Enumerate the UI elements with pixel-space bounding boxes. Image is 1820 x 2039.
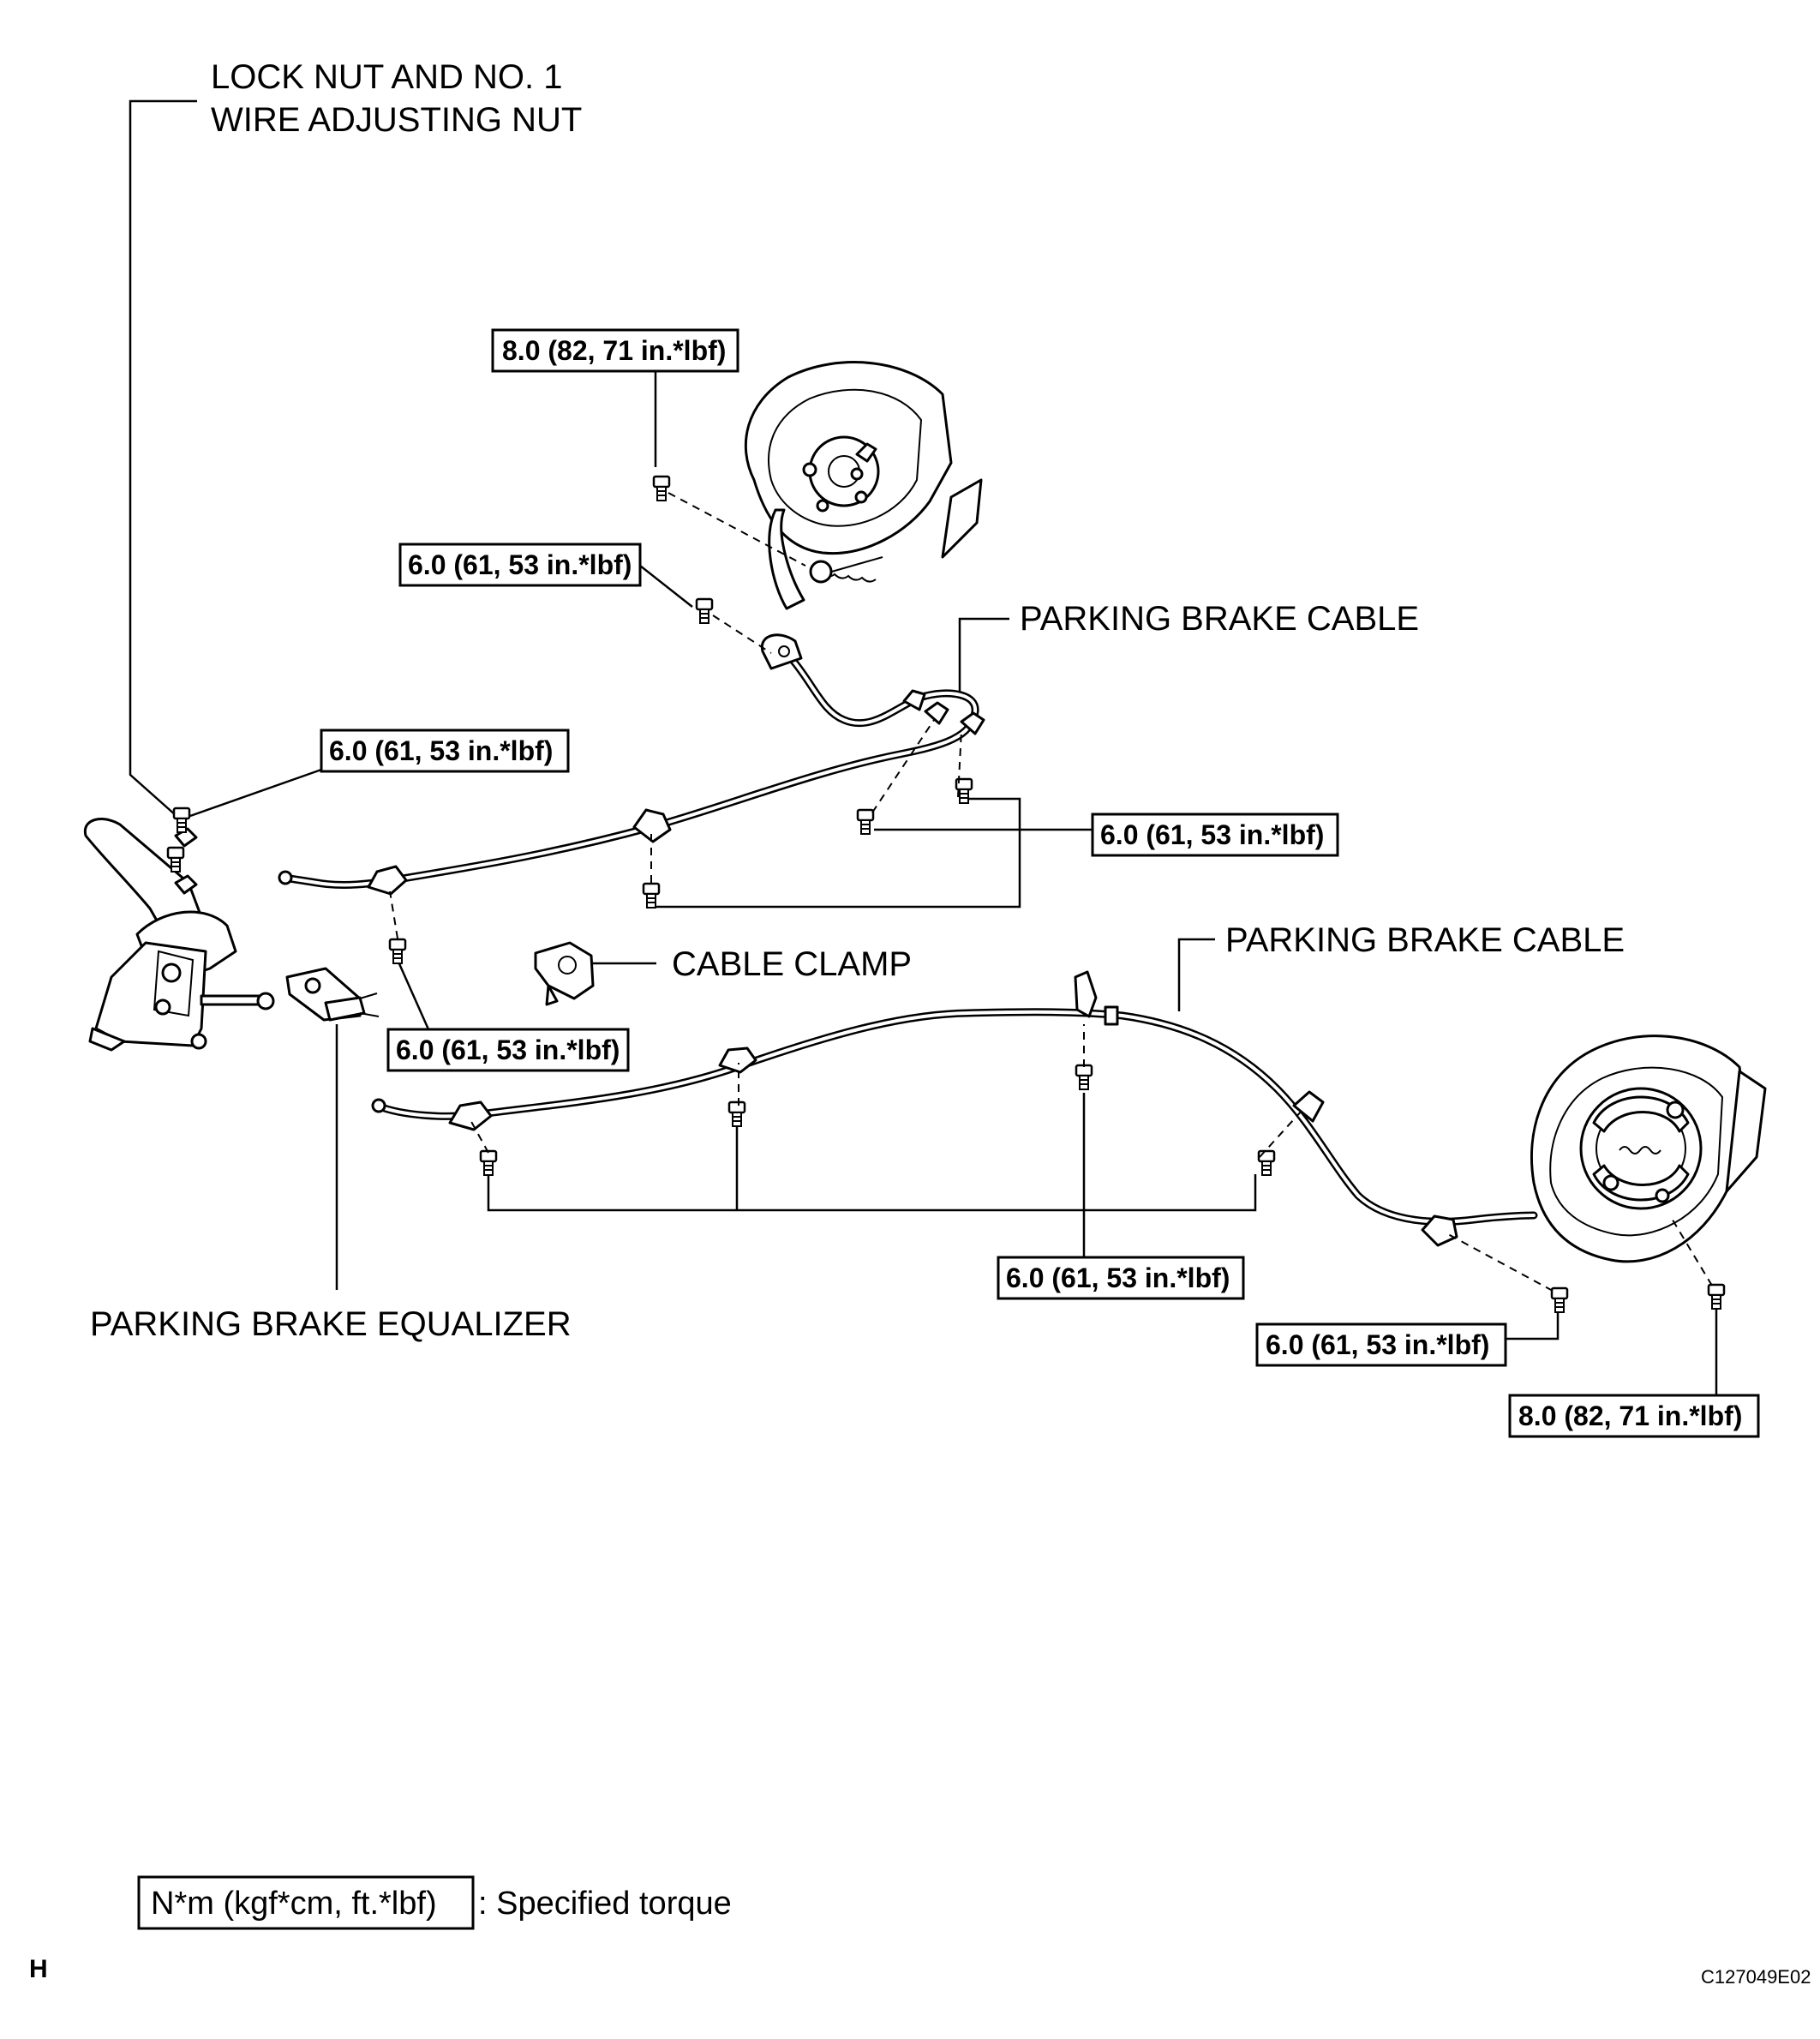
parking-brake-cable-lower-label: PARKING BRAKE CABLE bbox=[1225, 921, 1625, 959]
torque-value: 6.0 (61, 53 in.*lbf) bbox=[1006, 1262, 1230, 1293]
callout-cable-clamp: CABLE CLAMP bbox=[591, 945, 912, 983]
cable-clamp-label: CABLE CLAMP bbox=[672, 945, 912, 983]
installation-lines bbox=[389, 492, 1713, 1292]
legend-torque-box-label: N*m (kgf*cm, ft.*lbf) bbox=[151, 1886, 437, 1922]
torque-box-lock-nut: 6.0 (61, 53 in.*lbf) bbox=[189, 729, 570, 818]
torque-value: 6.0 (61, 53 in.*lbf) bbox=[396, 1034, 620, 1065]
parking-brake-cable-upper-label: PARKING BRAKE CABLE bbox=[1020, 600, 1419, 638]
lower-backing-plate bbox=[1530, 1034, 1767, 1263]
lock-nut-label-line2: WIRE ADJUSTING NUT bbox=[211, 101, 582, 139]
torque-box-equalizer-bolt: 6.0 (61, 53 in.*lbf) bbox=[386, 959, 630, 1072]
upper-parking-brake-cable bbox=[278, 633, 985, 896]
parking-brake-lever bbox=[83, 818, 275, 1052]
callout-parking-brake-equalizer: PARKING BRAKE EQUALIZER bbox=[90, 1024, 572, 1343]
torque-value: 8.0 (82, 71 in.*lbf) bbox=[1518, 1400, 1742, 1431]
torque-box-upper-cable-bolts: 6.0 (61, 53 in.*lbf) bbox=[651, 797, 1339, 909]
callout-parking-brake-cable-lower: PARKING BRAKE CABLE bbox=[1177, 921, 1625, 1011]
torque-value: 6.0 (61, 53 in.*lbf) bbox=[329, 735, 553, 766]
upper-backing-plate bbox=[744, 361, 983, 610]
torque-value: 8.0 (82, 71 in.*lbf) bbox=[502, 335, 726, 366]
parking-brake-cable-lower-leader bbox=[1177, 938, 1215, 1011]
torque-value: 6.0 (61, 53 in.*lbf) bbox=[1100, 819, 1324, 850]
callout-parking-brake-cable-upper: PARKING BRAKE CABLE bbox=[958, 600, 1419, 694]
fasteners bbox=[166, 475, 1726, 1314]
cable-clamp-part bbox=[534, 941, 595, 1006]
torque-box-lower-cable-bolts: 6.0 (61, 53 in.*lbf) bbox=[487, 1093, 1257, 1300]
callout-lock-nut: LOCK NUT AND NO. 1 WIRE ADJUSTING NUT bbox=[129, 58, 582, 824]
lock-nut-label-line1: LOCK NUT AND NO. 1 bbox=[211, 58, 562, 96]
torque-box-lower-backing-plate-left: 6.0 (61, 53 in.*lbf) bbox=[1255, 1310, 1560, 1367]
parking-brake-equalizer-part bbox=[285, 967, 380, 1022]
torque-box-upper-cable-bracket: 6.0 (61, 53 in.*lbf) bbox=[398, 543, 693, 608]
torque-value: 6.0 (61, 53 in.*lbf) bbox=[1266, 1329, 1489, 1360]
lock-nut-leader bbox=[129, 99, 197, 824]
parking-brake-equalizer-label: PARKING BRAKE EQUALIZER bbox=[90, 1305, 572, 1343]
torque-box-lower-backing-plate-right: 8.0 (82, 71 in.*lbf) bbox=[1508, 1307, 1760, 1438]
legend: N*m (kgf*cm, ft.*lbf) : Specified torque bbox=[137, 1875, 732, 1930]
parking-brake-cable-upper-leader bbox=[958, 617, 1009, 694]
section-mark: H bbox=[29, 1955, 48, 1983]
legend-description: : Specified torque bbox=[478, 1886, 732, 1922]
figure-code: C127049E02 bbox=[1701, 1966, 1811, 1988]
lower-parking-brake-cable bbox=[371, 970, 1538, 1247]
torque-value: 6.0 (61, 53 in.*lbf) bbox=[408, 549, 632, 580]
torque-box-upper-backing-plate: 8.0 (82, 71 in.*lbf) bbox=[491, 328, 739, 467]
